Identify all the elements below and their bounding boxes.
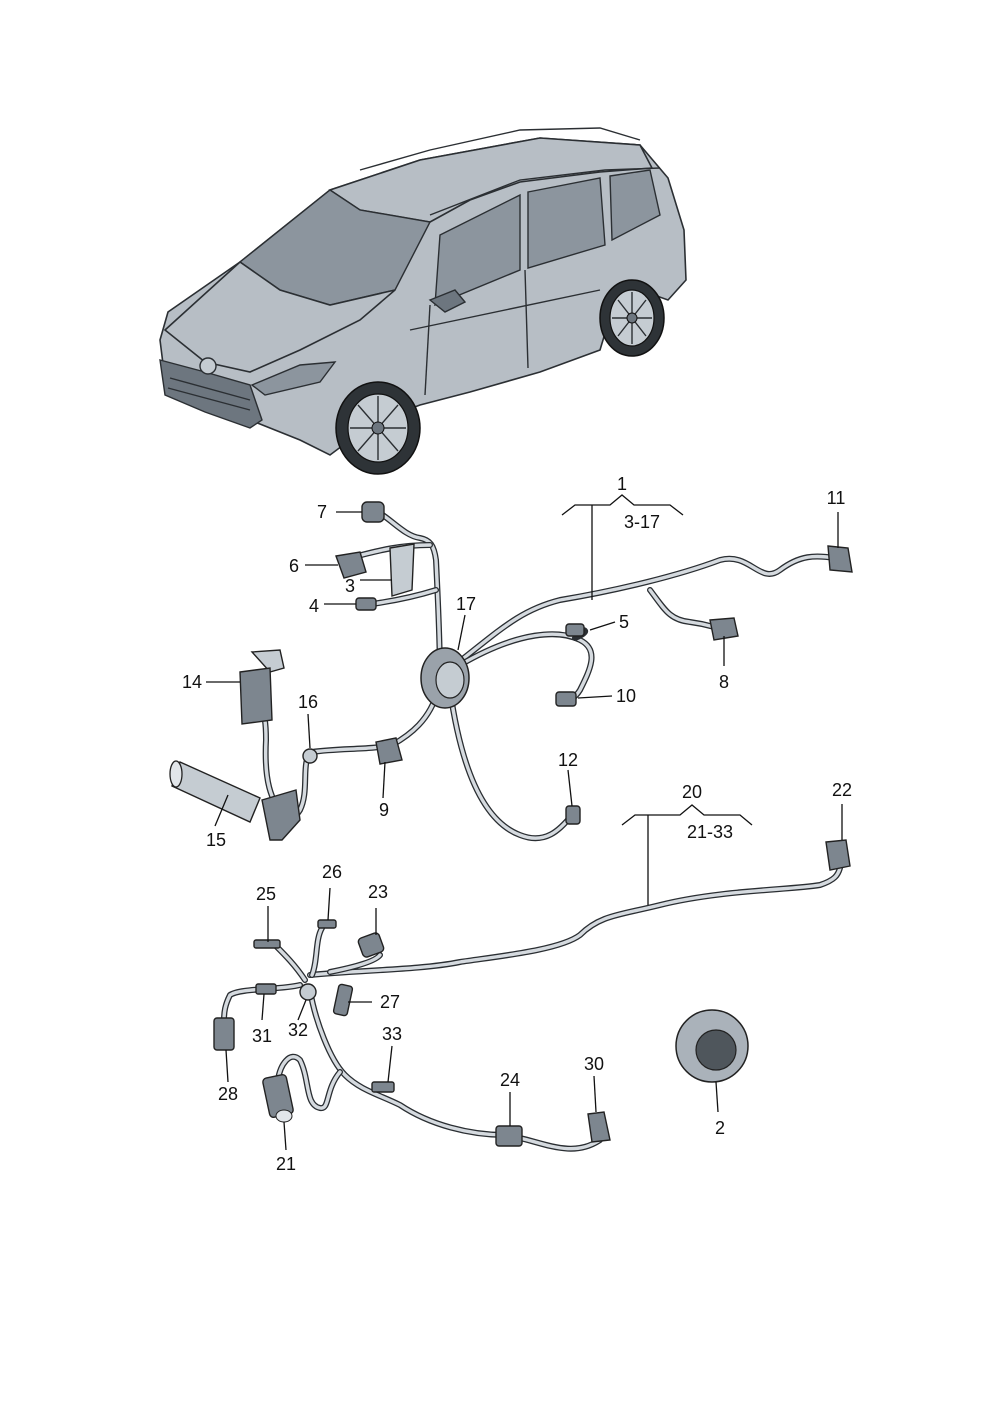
callout-22: 22 bbox=[832, 780, 852, 800]
wiring-harness-1 bbox=[169, 501, 853, 842]
connector-14 bbox=[239, 667, 273, 725]
callout-32: 32 bbox=[288, 1020, 308, 1040]
callout-27: 27 bbox=[380, 992, 400, 1012]
front-wheel bbox=[335, 381, 421, 475]
callout-23: 23 bbox=[368, 882, 388, 902]
car-illustration bbox=[159, 127, 687, 475]
callout-30: 30 bbox=[584, 1054, 604, 1074]
connector-28 bbox=[213, 1017, 235, 1051]
callout-labels: 1 3-17 2 3 4 5 6 7 8 9 10 11 12 14 15 16… bbox=[182, 474, 852, 1174]
grommet-32 bbox=[299, 983, 317, 1001]
callout-9: 9 bbox=[379, 800, 389, 820]
fastener-16 bbox=[302, 748, 318, 764]
connector-8 bbox=[709, 617, 739, 641]
connector-11 bbox=[827, 545, 853, 573]
callout-21: 21 bbox=[276, 1154, 296, 1174]
callout-17: 17 bbox=[456, 594, 476, 614]
rear-wheel bbox=[599, 279, 665, 357]
callout-28: 28 bbox=[218, 1084, 238, 1104]
connector-9 bbox=[375, 737, 403, 765]
callout-12: 12 bbox=[558, 750, 578, 770]
callout-7: 7 bbox=[317, 502, 327, 522]
callout-20-range: 21-33 bbox=[687, 822, 733, 842]
callout-5: 5 bbox=[619, 612, 629, 632]
clip-33 bbox=[371, 1081, 395, 1093]
grommet-2 bbox=[675, 1009, 749, 1083]
connector-23 bbox=[357, 932, 385, 958]
connector-7 bbox=[361, 501, 385, 523]
sensor-rod-15 bbox=[171, 761, 261, 823]
connector-3 bbox=[389, 543, 415, 597]
bracket-15 bbox=[261, 789, 301, 841]
brand-logo bbox=[199, 357, 217, 375]
callout-6: 6 bbox=[289, 556, 299, 576]
connector-10 bbox=[555, 691, 577, 707]
callout-25: 25 bbox=[256, 884, 276, 904]
connector-24 bbox=[495, 1125, 523, 1147]
callout-15: 15 bbox=[206, 830, 226, 850]
leader-lines bbox=[206, 494, 843, 1151]
callout-16: 16 bbox=[298, 692, 318, 712]
callout-31: 31 bbox=[252, 1026, 272, 1046]
callout-14: 14 bbox=[182, 672, 202, 692]
callout-24: 24 bbox=[500, 1070, 520, 1090]
callout-4: 4 bbox=[309, 596, 319, 616]
connector-25 bbox=[253, 939, 281, 949]
wiring-harness-20 bbox=[213, 839, 851, 1152]
callout-10: 10 bbox=[616, 686, 636, 706]
connector-4 bbox=[355, 597, 377, 611]
callout-2: 2 bbox=[715, 1118, 725, 1138]
connector-12 bbox=[565, 805, 581, 825]
connector-26 bbox=[317, 919, 337, 929]
connector-27 bbox=[332, 983, 354, 1017]
connector-30 bbox=[587, 1111, 611, 1143]
side-mirror bbox=[428, 289, 467, 313]
connector-31 bbox=[255, 983, 277, 995]
connector-6 bbox=[335, 551, 367, 579]
callout-26: 26 bbox=[322, 862, 342, 882]
callout-33: 33 bbox=[382, 1024, 402, 1044]
callout-1: 1 bbox=[617, 474, 627, 494]
callout-8: 8 bbox=[719, 672, 729, 692]
callout-20: 20 bbox=[682, 782, 702, 802]
connector-14-cap bbox=[250, 649, 285, 673]
connector-22 bbox=[825, 839, 851, 871]
callout-3: 3 bbox=[345, 576, 355, 596]
callout-11: 11 bbox=[827, 488, 846, 508]
callout-1-range: 3-17 bbox=[624, 512, 660, 532]
connector-5 bbox=[565, 623, 585, 637]
